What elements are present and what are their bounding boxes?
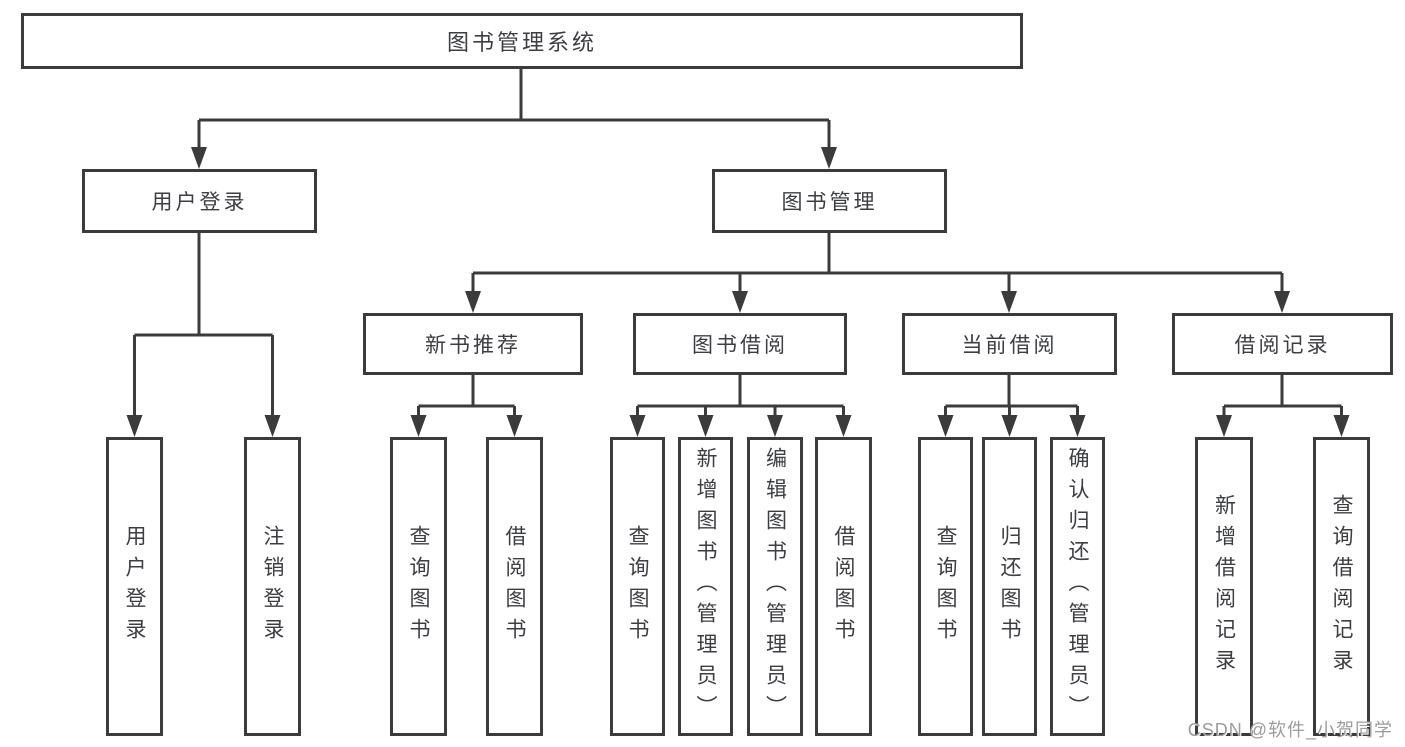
leaf-add-books-admin: 新增图书（管理员）	[678, 437, 733, 736]
node-label: 图书借阅	[692, 334, 788, 357]
leaf-query-books-current: 查询图书	[918, 437, 973, 736]
node-label: 用户登录	[123, 524, 146, 649]
leaf-borrow-books-recommend: 借阅图书	[486, 437, 543, 736]
node-label: 新书推荐	[425, 334, 521, 357]
leaf-edit-books-admin: 编辑图书（管理员）	[747, 437, 803, 736]
node-new-book-recommendation: 新书推荐	[363, 313, 583, 375]
node-label: 查询图书	[934, 524, 957, 649]
node-library-management-system: 图书管理系统	[21, 13, 1023, 69]
node-book-management: 图书管理	[712, 169, 947, 233]
node-label: 当前借阅	[961, 334, 1058, 357]
node-label: 注销登录	[261, 524, 284, 649]
leaf-query-books-recommend: 查询图书	[390, 437, 447, 736]
node-label: 新增图书（管理员）	[694, 447, 717, 726]
node-label: 图书管理系统	[446, 30, 597, 55]
watermark: CSDN @软件_小贺同学	[1187, 720, 1393, 740]
leaf-add-borrow-record: 新增借阅记录	[1195, 437, 1253, 736]
node-borrowing-records: 借阅记录	[1172, 313, 1393, 375]
node-user-login: 用户登录	[82, 169, 317, 233]
leaf-borrow-books-borrowing: 借阅图书	[815, 437, 872, 736]
node-label: 确认归还（管理员）	[1066, 447, 1089, 726]
node-label: 查询图书	[407, 524, 430, 649]
leaf-user-login: 用户登录	[106, 437, 163, 736]
node-label: 图书管理	[781, 191, 878, 214]
node-label: 编辑图书（管理员）	[763, 447, 787, 726]
node-book-borrowing: 图书借阅	[633, 313, 847, 375]
node-label: 新增借阅记录	[1212, 493, 1236, 680]
node-current-borrowing: 当前借阅	[902, 313, 1117, 375]
leaf-query-borrow-record: 查询借阅记录	[1313, 437, 1370, 736]
leaf-logout-login: 注销登录	[244, 437, 301, 736]
leaf-confirm-return-admin: 确认归还（管理员）	[1050, 437, 1105, 736]
node-label: 借阅记录	[1234, 334, 1331, 357]
node-label: 借阅图书	[832, 524, 855, 649]
node-label: 用户登录	[151, 191, 248, 214]
leaf-query-books-borrowing: 查询图书	[610, 437, 665, 736]
node-label: 借阅图书	[503, 524, 526, 649]
node-label: 查询图书	[626, 524, 649, 649]
node-label: 归还图书	[998, 524, 1021, 649]
node-label: 查询借阅记录	[1330, 493, 1353, 680]
leaf-return-books: 归还图书	[982, 437, 1037, 736]
